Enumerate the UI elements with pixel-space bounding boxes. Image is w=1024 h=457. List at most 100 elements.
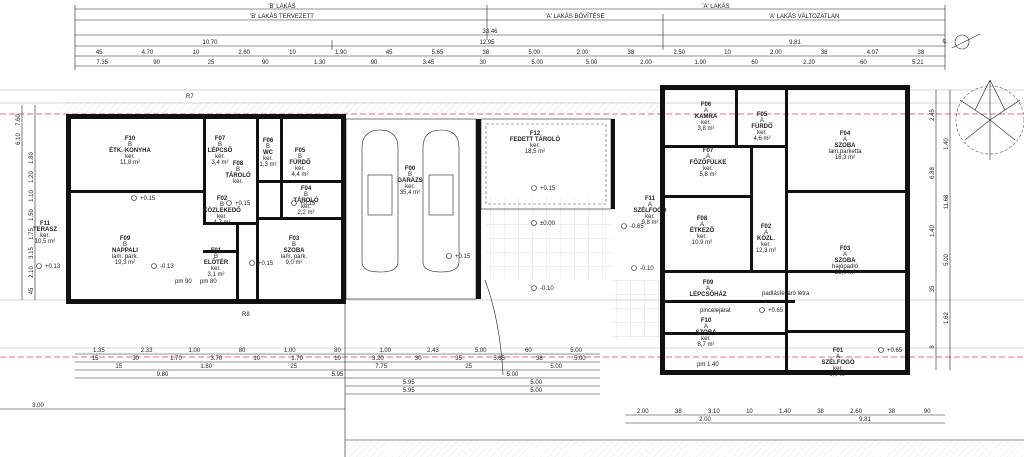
room-apt: A	[648, 202, 652, 208]
room-apt: B	[408, 172, 412, 178]
room-area: 3,1 m²	[207, 272, 224, 278]
dim-row3-5: 1.90	[335, 50, 347, 56]
room-id: F03	[840, 246, 851, 252]
dim-row4-12: 60	[751, 60, 758, 66]
a-apartment-walls	[660, 85, 910, 375]
dim-bottom-row1-0: 1.35	[93, 348, 105, 354]
dim-bottom-row2-3: 3.70	[211, 356, 223, 362]
dim-row4-4: 1.30	[314, 60, 326, 66]
room-name: KAMRA	[695, 114, 718, 120]
level-marker-11: +0.13	[45, 264, 61, 270]
room-id: F09	[703, 280, 714, 286]
room-floor: ker.	[215, 154, 225, 160]
dim-row2-2: 9.81	[789, 40, 801, 46]
room-area: 3,8 m²	[697, 126, 714, 132]
level-marker-8: -0.10	[640, 266, 654, 272]
label-a-unchanged: 'A' LAKÁS VÁLTOZATLAN	[769, 13, 840, 20]
north-arrow: É	[942, 33, 981, 50]
dim-bottom-right1-8: 90	[924, 409, 931, 415]
dim-row3-8: 38	[482, 50, 489, 56]
dim-bottom-row1-3: 80	[239, 348, 246, 354]
room-id: F04	[301, 186, 312, 192]
dim-row4-5: 90	[371, 60, 378, 66]
dim-row4-2: 25	[208, 60, 215, 66]
dim-bottom-row3-2: 25	[290, 364, 297, 370]
room-area: 5,8 m²	[699, 172, 716, 178]
dim-row3-3: 2.60	[238, 50, 250, 56]
level-marker-symbol-2	[291, 200, 297, 206]
level-marker-symbol-6	[531, 285, 537, 291]
dim-bottom-row6-0: 5.95	[403, 388, 415, 394]
room-name: FÜRDŐ	[751, 123, 773, 130]
room-floor: ker.	[757, 130, 767, 136]
room-apt: A	[704, 324, 708, 330]
level-marker-0: +0.15	[140, 196, 156, 202]
dim-row4-11: 1.90	[694, 60, 706, 66]
dim-bottom-row1-8: 5.00	[475, 348, 487, 354]
room-floor: ker.	[645, 214, 655, 220]
level-marker-13: +0.15	[455, 254, 471, 260]
room-name: SZOBA	[284, 248, 306, 254]
dim-bottom-row2-5: 1.70	[291, 356, 303, 362]
paving-tiles	[486, 198, 612, 280]
level-marker-5: ±0.00	[540, 221, 556, 227]
dim-right-1: 1.40	[944, 138, 950, 150]
room-area: 2,2 m²	[297, 210, 314, 216]
room-id: F08	[697, 216, 708, 222]
room-name: ELŐTÉR	[204, 258, 229, 266]
room-apt: A	[843, 252, 847, 258]
dim-left-7: 3.15	[29, 247, 35, 259]
level-marker-symbol-0	[131, 195, 137, 201]
dim-bottom-row6-1: 5.00	[530, 388, 542, 394]
room-name: GARÁZS	[397, 177, 422, 184]
dim-row4-7: 30	[479, 60, 486, 66]
label-a-apartment: 'A' LAKÁS	[702, 3, 729, 10]
dim-bottom-right2-0: 2.00	[699, 417, 711, 423]
level-marker-3: +0.15	[258, 261, 274, 267]
room-name: FŐZŐFÜLKE	[690, 159, 727, 166]
driveway-curve	[484, 279, 504, 376]
dim-row4-3: 90	[262, 60, 269, 66]
dim-bottom-row1-7: 2.43	[427, 348, 439, 354]
level-marker-6: -0.10	[540, 286, 554, 292]
room-area: 4,6 m²	[753, 136, 770, 142]
dim-left-2: 1.80	[29, 152, 35, 164]
room-area: 19,3 m²	[115, 260, 135, 266]
room-apt: A	[760, 118, 764, 124]
label-b-apartment: 'B' LAKÁS	[268, 3, 295, 10]
driveway-hatch	[60, 102, 660, 116]
dim-bottom-right1-7: 38	[888, 409, 895, 415]
road-hatch	[345, 440, 1024, 457]
dim-bottom-row1-2: 1.00	[188, 348, 200, 354]
room-apt: B	[218, 142, 222, 148]
dim-bottom-row2-10: 5.65	[493, 356, 505, 362]
dim-bottom-row2-4: 10	[253, 356, 260, 362]
dim-left-4: 1.10	[29, 190, 35, 202]
room-id: F12	[530, 131, 541, 137]
dim-bottom-row5-0: 5.95	[403, 380, 415, 386]
level-marker-7: -0.65	[630, 224, 644, 230]
dim-bottom-row2-6: 10	[334, 356, 341, 362]
room-floor: ker.	[530, 143, 540, 149]
room-floor: ker.	[233, 179, 243, 185]
room-name: SZOBA	[696, 330, 718, 336]
dim-bottom-row4-1: 5.95	[332, 372, 344, 378]
dim-bottom-right1-5: 38	[817, 409, 824, 415]
room-apt: B	[292, 242, 296, 248]
dim-right-8: 8	[930, 345, 936, 349]
dim-row3-6: 45	[386, 50, 393, 56]
dim-bottom-row2-0: 15	[92, 356, 99, 362]
dim-row3-11: 38	[627, 50, 634, 56]
note-pm90: pm 90	[175, 279, 192, 285]
